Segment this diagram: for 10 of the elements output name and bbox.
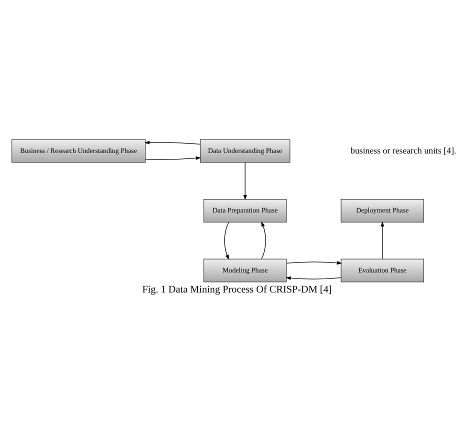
label: business or research units [4]. bbox=[350, 145, 456, 156]
arrow bbox=[380, 221, 384, 260]
arrow bbox=[224, 222, 230, 260]
arrow bbox=[243, 162, 247, 200]
arrow bbox=[286, 261, 342, 265]
arrow bbox=[261, 221, 266, 260]
caption: Fig. 1 Data Mining Process Of CRISP-DM [4] bbox=[142, 284, 332, 296]
arrow bbox=[145, 156, 202, 160]
arrow bbox=[286, 276, 342, 280]
arrow bbox=[144, 140, 200, 145]
